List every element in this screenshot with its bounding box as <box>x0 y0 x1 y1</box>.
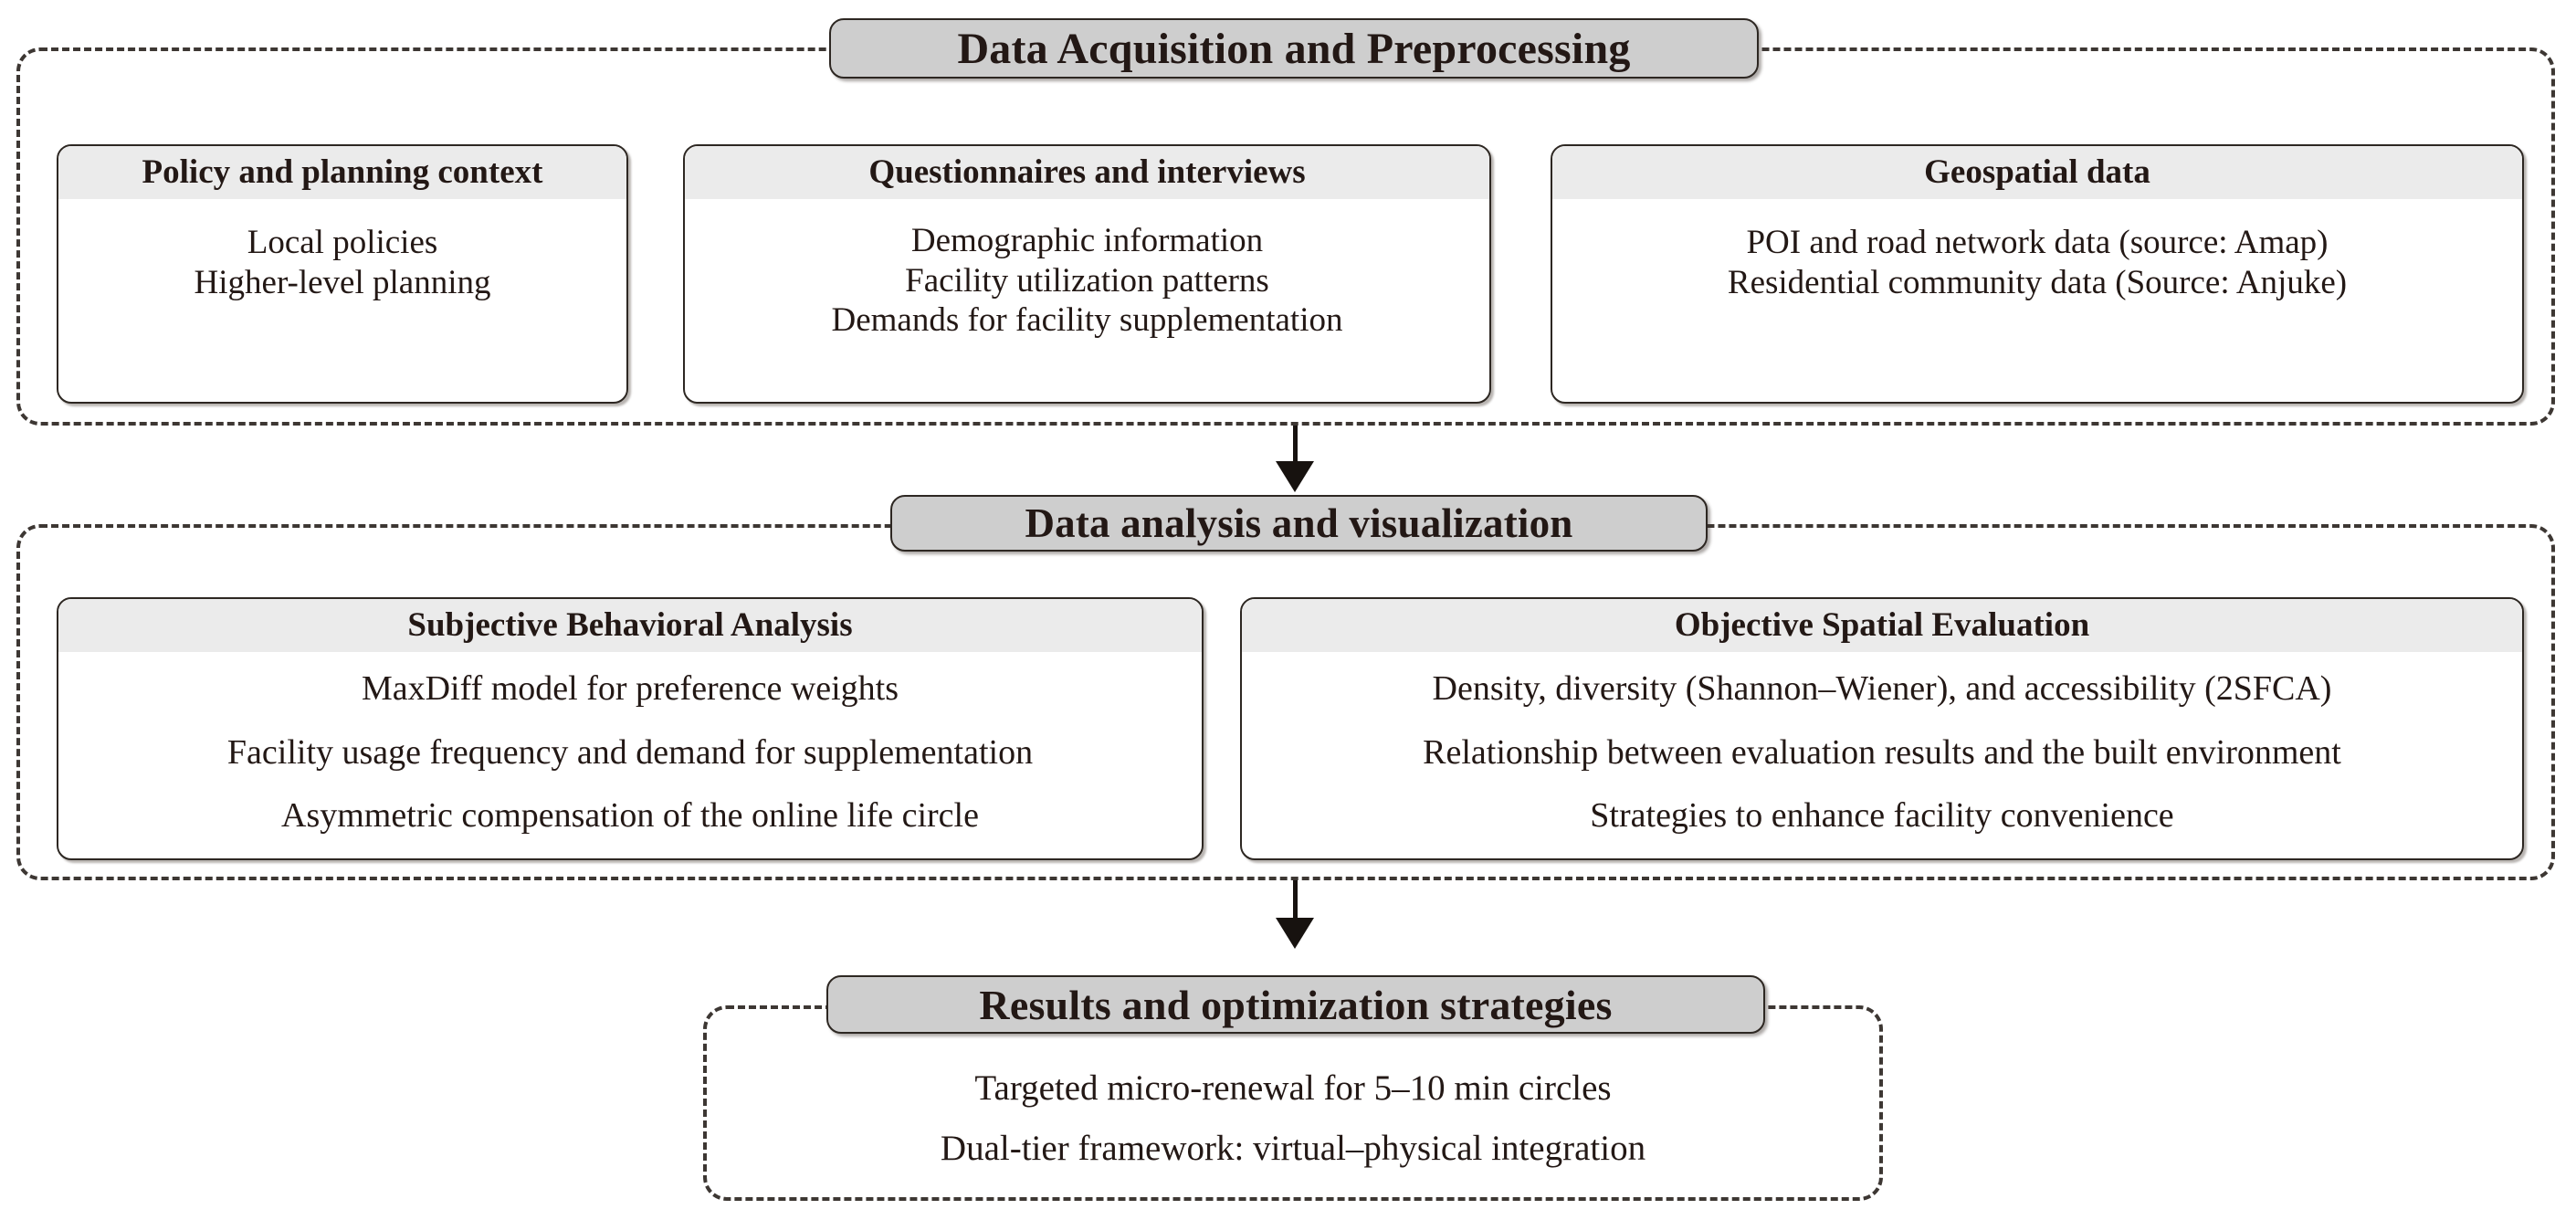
stage-body-results: Targeted micro-renewal for 5–10 min circ… <box>721 1050 1865 1187</box>
stage-title-data-acquisition: Data Acquisition and Preprocessing <box>829 18 1759 79</box>
card-line: Dual-tier framework: virtual–physical in… <box>940 1128 1646 1168</box>
card-body-objective: Density, diversity (Shannon–Wiener), and… <box>1242 652 2522 858</box>
card-line: Facility usage frequency and demand for … <box>226 732 1034 772</box>
card-header-objective: Objective Spatial Evaluation <box>1242 599 2522 652</box>
card-header-policy: Policy and planning context <box>58 146 626 199</box>
card-body-geospatial: POI and road network data (source: Amap)… <box>1552 199 2522 402</box>
card-line: Demographic information <box>910 222 1264 259</box>
arrow-head <box>1276 461 1314 492</box>
card-line: Targeted micro-renewal for 5–10 min circ… <box>974 1068 1612 1109</box>
card-line: Higher-level planning <box>194 263 491 301</box>
arrow-shaft <box>1292 880 1298 919</box>
card-questionnaires-and-interviews: Questionnaires and interviews Demographi… <box>683 144 1491 404</box>
card-line: Relationship between evaluation results … <box>1423 732 2341 772</box>
card-body-policy: Local policies Higher-level planning <box>58 199 626 402</box>
card-line: Asymmetric compensation of the online li… <box>281 795 979 835</box>
card-line: MaxDiff model for preference weights <box>361 669 899 709</box>
card-line: Facility utilization patterns <box>905 261 1269 300</box>
card-subjective-behavioral-analysis: Subjective Behavioral Analysis MaxDiff m… <box>57 597 1204 860</box>
card-line: Residential community data (Source: Anju… <box>1727 263 2348 301</box>
card-header-geospatial: Geospatial data <box>1552 146 2522 199</box>
card-line: Local policies <box>247 224 438 261</box>
card-line: Strategies to enhance facility convenien… <box>1590 795 2174 835</box>
arrow-shaft <box>1292 426 1298 462</box>
card-policy-and-planning-context: Policy and planning context Local polici… <box>57 144 628 404</box>
arrow-head <box>1276 918 1314 949</box>
card-line: POI and road network data (source: Amap) <box>1746 224 2329 261</box>
card-geospatial-data: Geospatial data POI and road network dat… <box>1551 144 2524 404</box>
down-arrow-icon-stage1-to-stage2 <box>1276 426 1314 492</box>
card-line: Density, diversity (Shannon–Wiener), and… <box>1432 669 2332 709</box>
down-arrow-icon-stage2-to-stage3 <box>1276 880 1314 949</box>
card-header-subjective: Subjective Behavioral Analysis <box>58 599 1202 652</box>
card-body-subjective: MaxDiff model for preference weights Fac… <box>58 652 1202 858</box>
card-line: Demands for facility supplementation <box>831 301 1343 340</box>
card-body-questionnaires: Demographic information Facility utiliza… <box>685 199 1489 402</box>
stage-title-data-analysis: Data analysis and visualization <box>890 495 1708 552</box>
stage-title-results: Results and optimization strategies <box>826 975 1765 1034</box>
card-objective-spatial-evaluation: Objective Spatial Evaluation Density, di… <box>1240 597 2524 860</box>
card-header-questionnaires: Questionnaires and interviews <box>685 146 1489 199</box>
